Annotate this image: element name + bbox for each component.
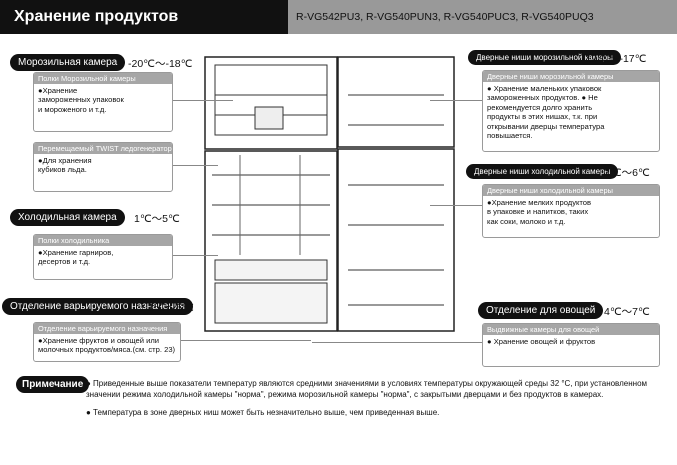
freezer-temp: -20℃～-18℃: [128, 58, 193, 70]
twist-box-text: ●Для хранения кубиков льда.: [38, 156, 92, 175]
freezer-door-label: Дверные ниши морозильной камеры: [468, 50, 621, 65]
fridge-label: Холодильная камера: [10, 209, 125, 226]
fridge-door-illustration: [337, 56, 455, 332]
variable-temp: 1℃～5℃: [148, 302, 194, 314]
connector-line: [173, 165, 218, 166]
variable-box-title: Отделение варьируемого назначения: [34, 323, 180, 334]
veg-box-title: Выдвижные камеры для овощей: [483, 324, 659, 335]
note-line-2: ● Температура в зоне дверных ниш может б…: [86, 408, 440, 417]
fridge-door-label: Дверные ниши холодильной камеры: [466, 164, 619, 179]
freezer-door-box-text: ● Хранение маленьких упаковок замороженн…: [487, 84, 605, 141]
veg-label: Отделение для овощей: [478, 302, 604, 319]
fridge-door-box-text: ●Хранение мелких продуктов в упаковке и …: [487, 198, 592, 226]
twist-box-title: Перемещаемый TWIST ледогенератор: [34, 143, 172, 154]
connector-line: [181, 340, 311, 341]
veg-temp: 4℃～7℃: [604, 306, 650, 318]
fridge-illustration: [204, 56, 338, 332]
freezer-box-title: Полки Морозильной камеры: [34, 73, 172, 84]
veg-box: Выдвижные камеры для овощей ● Хранение о…: [482, 323, 660, 367]
model-list: R-VG542PU3, R-VG540PUN3, R-VG540PUC3, R-…: [288, 0, 677, 34]
variable-box-text: ●Хранение фруктов и овощей или молочных …: [38, 336, 176, 355]
freezer-box-text: ●Хранение замороженных упаковок и мороже…: [38, 86, 124, 114]
freezer-door-box: Дверные ниши морозильной камеры ● Хранен…: [482, 70, 660, 152]
freezer-label: Морозильная камера: [10, 54, 126, 71]
connector-line: [312, 342, 482, 343]
fridge-temp: 1℃～5℃: [134, 213, 180, 225]
note-label: Примечание: [16, 376, 90, 393]
connector-line: [430, 205, 482, 206]
freezer-door-temp: -19℃～-17℃: [582, 53, 647, 65]
twist-box: Перемещаемый TWIST ледогенератор ●Для хр…: [33, 142, 173, 192]
page-title: Хранение продуктов: [0, 0, 288, 34]
fridge-box: Полки холодильника ●Хранение гарниров, д…: [33, 234, 173, 280]
connector-line: [173, 100, 233, 101]
veg-box-text: ● Хранение овощей и фруктов: [487, 337, 596, 346]
connector-line: [430, 100, 482, 101]
variable-label: Отделение варьируемого назначения: [2, 298, 193, 315]
fridge-door-temp: 2℃～6℃: [604, 167, 650, 179]
fridge-door-box: Дверные ниши холодильной камеры ●Хранени…: [482, 184, 660, 238]
fridge-box-title: Полки холодильника: [34, 235, 172, 246]
freezer-door-box-title: Дверные ниши морозильной камеры: [483, 71, 659, 82]
connector-line: [173, 255, 218, 256]
variable-box: Отделение варьируемого назначения ●Хране…: [33, 322, 181, 362]
fridge-box-text: ●Хранение гарниров, десертов и т.д.: [38, 248, 114, 267]
fridge-door-box-title: Дверные ниши холодильной камеры: [483, 185, 659, 196]
freezer-box: Полки Морозильной камеры ●Хранение замор…: [33, 72, 173, 132]
note-line-1: ● Приведенные выше показатели температур…: [86, 379, 648, 399]
